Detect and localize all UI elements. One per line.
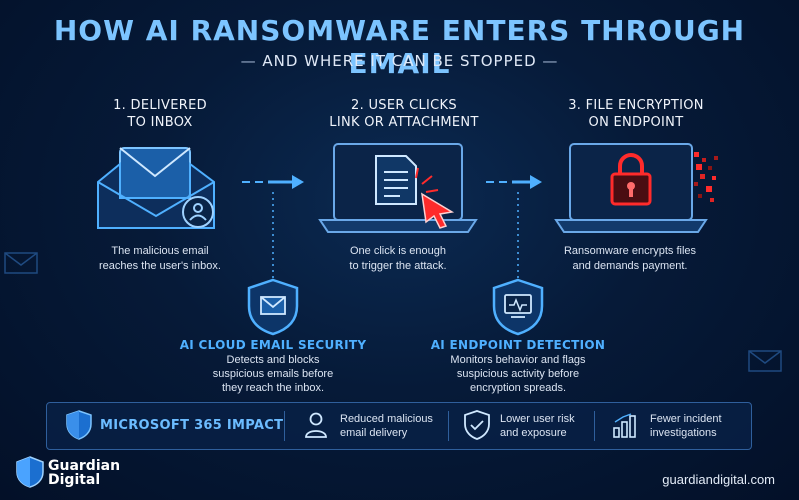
subtitle-text: AND WHERE IT CAN BE STOPPED <box>262 52 537 70</box>
defense-2-description: Monitors behavior and flags suspicious a… <box>450 354 586 394</box>
laptop-lock-icon <box>554 143 718 233</box>
shield-monitor-icon <box>492 278 544 336</box>
shield-check-icon <box>464 410 490 440</box>
user-icon <box>305 412 327 438</box>
divider <box>594 411 595 441</box>
step-3-title: 3. FILE ENCRYPTION ON ENDPOINT <box>568 98 704 130</box>
shield-icon <box>66 410 92 440</box>
defense-2-title: AI ENDPOINT DETECTION <box>430 338 606 352</box>
step-2-description: One click is enough to trigger the attac… <box>349 245 447 272</box>
bar-chart-icon <box>613 413 636 438</box>
impact-item-3: Fewer incident investigations <box>650 413 722 439</box>
connector-line <box>517 192 519 278</box>
background-envelope-icon <box>4 252 38 274</box>
impact-label: MICROSOFT 365 IMPACT <box>100 418 284 433</box>
impact-item-2: Lower user risk and exposure <box>500 413 575 439</box>
arrow-right-icon <box>486 175 542 189</box>
background-envelope-icon <box>748 350 782 372</box>
step-3-description: Ransomware encrypts files and demands pa… <box>563 245 697 272</box>
impact-item-1: Reduced malicious email delivery <box>340 413 433 439</box>
step-2-title: 2. USER CLICKS LINK OR ATTACHMENT <box>329 98 479 130</box>
arrow-right-icon <box>242 175 304 189</box>
defense-1-description: Detects and blocks suspicious emails bef… <box>212 354 334 394</box>
inbox-envelope-icon <box>97 147 215 229</box>
defense-1-title: AI CLOUD EMAIL SECURITY <box>179 338 367 352</box>
shield-envelope-icon <box>247 278 299 336</box>
page-subtitle: — AND WHERE IT CAN BE STOPPED — <box>240 52 559 70</box>
connector-line <box>272 192 274 278</box>
step-1-title: 1. DELIVERED TO INBOX <box>113 98 207 130</box>
divider <box>448 411 449 441</box>
website-url[interactable]: guardiandigital.com <box>662 472 775 487</box>
step-1-description: The malicious email reaches the user's i… <box>99 245 221 272</box>
page-title: HOW AI RANSOMWARE ENTERS THROUGH EMAIL <box>53 14 746 80</box>
divider <box>284 411 285 441</box>
brand-name: Guardian Digital <box>48 458 121 488</box>
guardian-digital-logo-icon <box>16 456 44 488</box>
laptop-click-icon <box>318 143 478 233</box>
